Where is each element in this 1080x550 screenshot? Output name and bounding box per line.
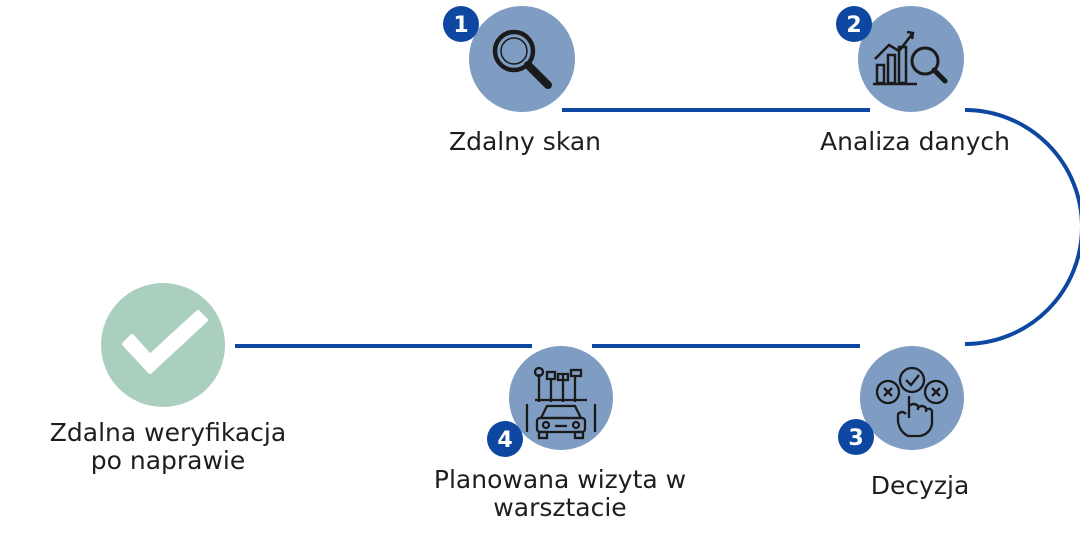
step-1-number-badge: 1	[443, 6, 479, 42]
chart-analysis-icon	[873, 30, 948, 86]
step-3-circle	[860, 346, 964, 450]
step-2-number-badge: 2	[836, 6, 872, 42]
step-2-number: 2	[846, 13, 861, 38]
step-3-number: 3	[848, 426, 863, 451]
step-1-circle	[469, 6, 575, 112]
final-step-label-line-1: Zdalna weryfikacja	[49, 418, 287, 447]
checkmark-icon	[122, 310, 208, 374]
step-3-label: Decyzja	[820, 472, 1020, 500]
step-1-number: 1	[453, 13, 468, 38]
decision-hand-icon	[875, 366, 949, 438]
connector-step2-step3-arc	[964, 108, 1080, 346]
final-step-label: Zdalna weryfikacja po naprawie	[18, 419, 318, 475]
step-4-number-badge: 4	[487, 421, 523, 457]
step-1-label: Zdalny skan	[400, 128, 650, 156]
step-2-label-line-1: Analiza danych	[820, 127, 1010, 156]
final-step-label-line-2: po naprawie	[90, 446, 246, 475]
step-4: 4	[487, 346, 613, 457]
step-2: 2	[836, 6, 964, 112]
step-4-label-line-1: Planowana wizyta w	[433, 465, 687, 494]
magnifier-icon	[492, 29, 552, 89]
step-4-number: 4	[497, 428, 512, 453]
step-1-label-line-1: Zdalny skan	[448, 127, 602, 156]
step-1: 1	[443, 6, 575, 112]
step-4-circle	[509, 346, 613, 450]
workshop-car-icon	[525, 366, 597, 440]
final-step	[101, 283, 225, 407]
step-3-label-line-1: Decyzja	[870, 471, 970, 500]
step-4-label-line-2: warsztacie	[493, 493, 627, 522]
step-2-label: Analiza danych	[790, 128, 1040, 156]
step-3-number-badge: 3	[838, 419, 874, 455]
step-4-label: Planowana wizyta w warsztacie	[400, 466, 720, 522]
step-3: 3	[838, 346, 964, 455]
connectors	[235, 108, 1080, 348]
